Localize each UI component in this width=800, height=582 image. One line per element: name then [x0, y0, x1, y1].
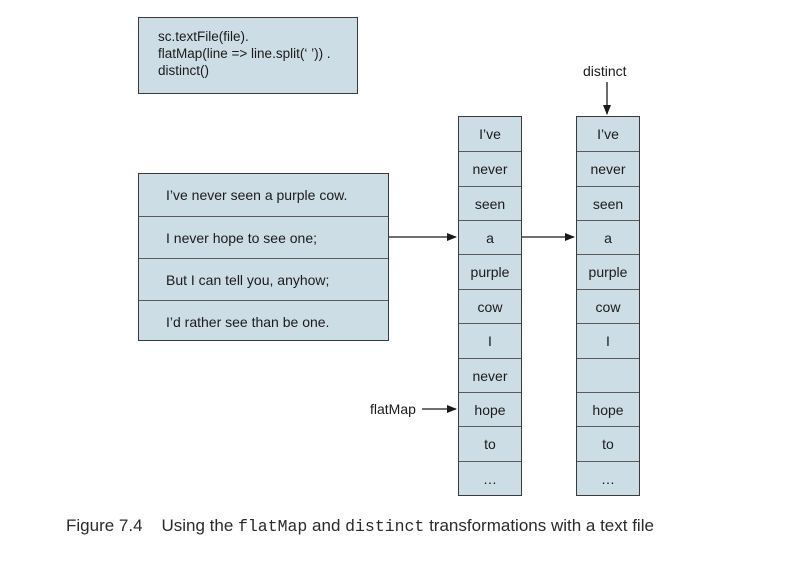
code-line: sc.textFile(file). [158, 29, 249, 44]
word-cell: a [577, 220, 639, 254]
word-cell: to [459, 426, 521, 460]
flatmap-label: flatMap [370, 401, 416, 417]
word-cell: never [577, 151, 639, 185]
distinct-label: distinct [583, 63, 627, 79]
word-cell: hope [577, 391, 639, 426]
word-cell: a [459, 220, 521, 254]
code-snippet-box: sc.textFile(file). flatMap(line => line.… [138, 17, 358, 94]
input-line-row: But I can tell you, anyhow; [139, 258, 388, 300]
word-cell: purple [459, 254, 521, 288]
word-cell: purple [577, 254, 639, 288]
word-cell: cow [577, 288, 639, 323]
caption-code-distinct: distinct [345, 517, 425, 536]
code-line: flatMap(line => line.split(‘ ’)) . [158, 46, 331, 61]
word-cell: I’ve [479, 126, 501, 142]
input-line-row: I’d rather see than be one. [139, 300, 388, 342]
word-cell: I [459, 323, 521, 357]
caption-text: Using the [161, 516, 238, 535]
word-cell: hope [459, 391, 521, 426]
word-cell: never [459, 151, 521, 185]
word-cell: seen [577, 185, 639, 220]
caption-code-flatmap: flatMap [238, 517, 308, 536]
caption-text: and [307, 516, 346, 535]
figure-number: Figure 7.4 [66, 516, 143, 535]
input-lines-table: I’ve never seen a purple cow. I never ho… [138, 173, 389, 341]
word-cell: I [577, 323, 639, 357]
code-line: distinct() [158, 63, 210, 78]
word-cell: seen [459, 185, 521, 220]
word-cell: … [577, 460, 639, 495]
word-cell: cow [459, 288, 521, 323]
word-cell: to [577, 426, 639, 460]
word-cell: … [459, 460, 521, 495]
figure-caption: Figure 7.4 Using the flatMap and distinc… [66, 516, 654, 536]
caption-text: transformations with a text file [424, 516, 654, 535]
word-cell: never [459, 357, 521, 392]
word-cell [577, 357, 639, 392]
input-line-row: I never hope to see one; [139, 216, 388, 258]
word-cell: I’ve [597, 126, 619, 142]
input-line-row: I’ve never seen a purple cow. [166, 187, 348, 203]
